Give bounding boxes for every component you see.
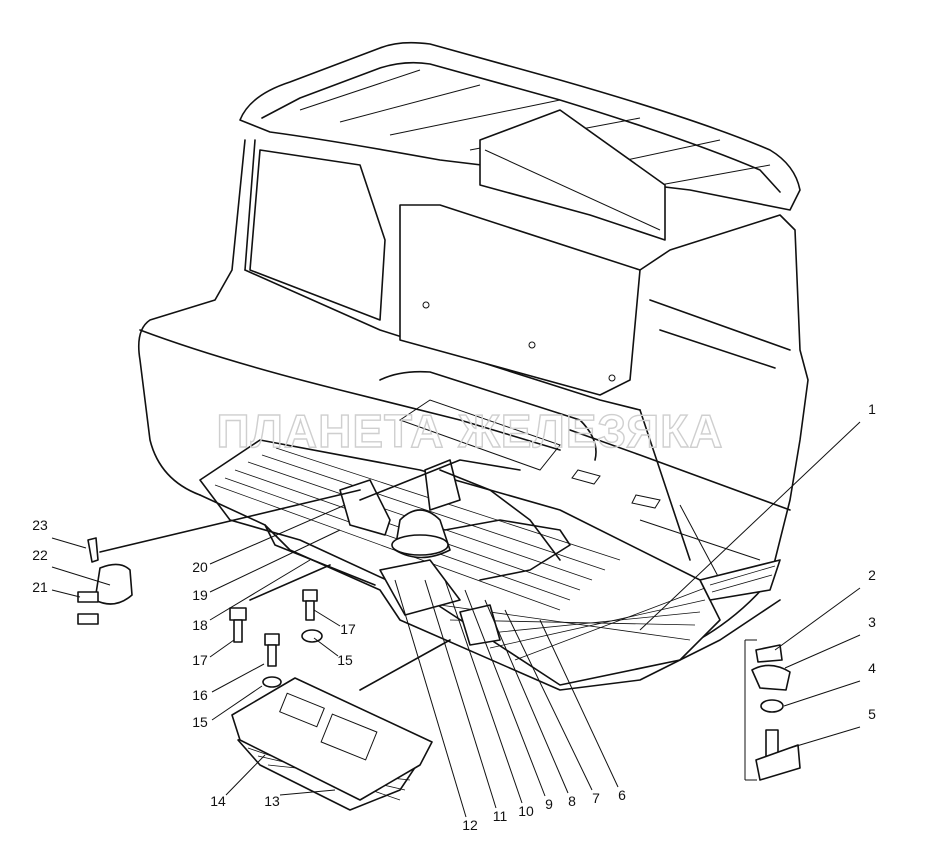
leader-line-13 [279,789,336,796]
callout-label-17: 17 [340,621,356,637]
callout-label-10: 10 [518,803,534,819]
leader-line-7 [504,609,593,791]
callout-label-23: 23 [32,517,48,533]
bolts-washers [229,589,323,688]
leader-line-11 [424,579,497,809]
callout-label-9: 9 [545,796,553,812]
callout-label-12: 12 [462,817,478,833]
leader-line-17 [313,609,341,627]
leader-line-3 [784,634,861,669]
callout-label-13: 13 [264,793,280,809]
leader-line-8 [484,599,569,794]
callout-label-17: 17 [192,652,208,668]
cab-body [137,41,809,691]
callout-label-11: 11 [493,808,508,824]
callout-label-2: 2 [868,567,876,583]
callout-label-15: 15 [337,652,353,668]
leader-line-17 [209,639,235,658]
leader-line-16 [211,663,265,693]
leader-line-5 [789,726,861,749]
assembly-arrow [99,489,361,553]
leader-line-20 [209,504,346,565]
leader-line-23 [51,537,87,549]
callout-labels: 1234567891011121314151617181920212223151… [32,401,876,833]
callout-label-6: 6 [618,787,626,803]
leader-line-10 [444,579,523,804]
callout-label-7: 7 [592,790,600,806]
leader-line-12 [394,579,467,818]
callout-label-5: 5 [868,706,876,722]
leader-line-15 [313,637,339,657]
assembly-arrow [359,639,451,691]
leader-line-21 [51,589,81,598]
callout-label-4: 4 [868,660,876,676]
callout-label-14: 14 [210,793,226,809]
leader-line-14 [225,754,266,796]
leader-line-19 [209,529,341,593]
leader-line-22 [51,566,111,586]
leader-line-1 [639,421,861,631]
callout-label-18: 18 [192,617,208,633]
leader-line-18 [209,559,311,621]
leader-lines [51,421,861,818]
leader-line-2 [774,587,861,651]
callout-label-3: 3 [868,614,876,630]
watermark-text: ПЛАНЕТА ЖЕЛЕЗЯКА [217,405,724,457]
callout-label-20: 20 [192,559,208,575]
leader-line-4 [783,680,861,707]
callout-label-21: 21 [32,579,48,595]
leader-line-9 [464,589,546,797]
latch-parts-2-5 [744,639,801,781]
cover-plate [231,677,433,811]
callout-label-15: 15 [192,714,208,730]
callout-label-22: 22 [32,547,48,563]
callout-label-1: 1 [868,401,876,417]
leader-line-15 [211,685,263,721]
callout-label-16: 16 [192,687,208,703]
assembly-arrow [249,564,331,601]
callout-label-19: 19 [192,587,208,603]
callout-label-8: 8 [568,793,576,809]
bracket-parts-21-23 [77,537,133,625]
leader-line-6 [539,619,619,788]
